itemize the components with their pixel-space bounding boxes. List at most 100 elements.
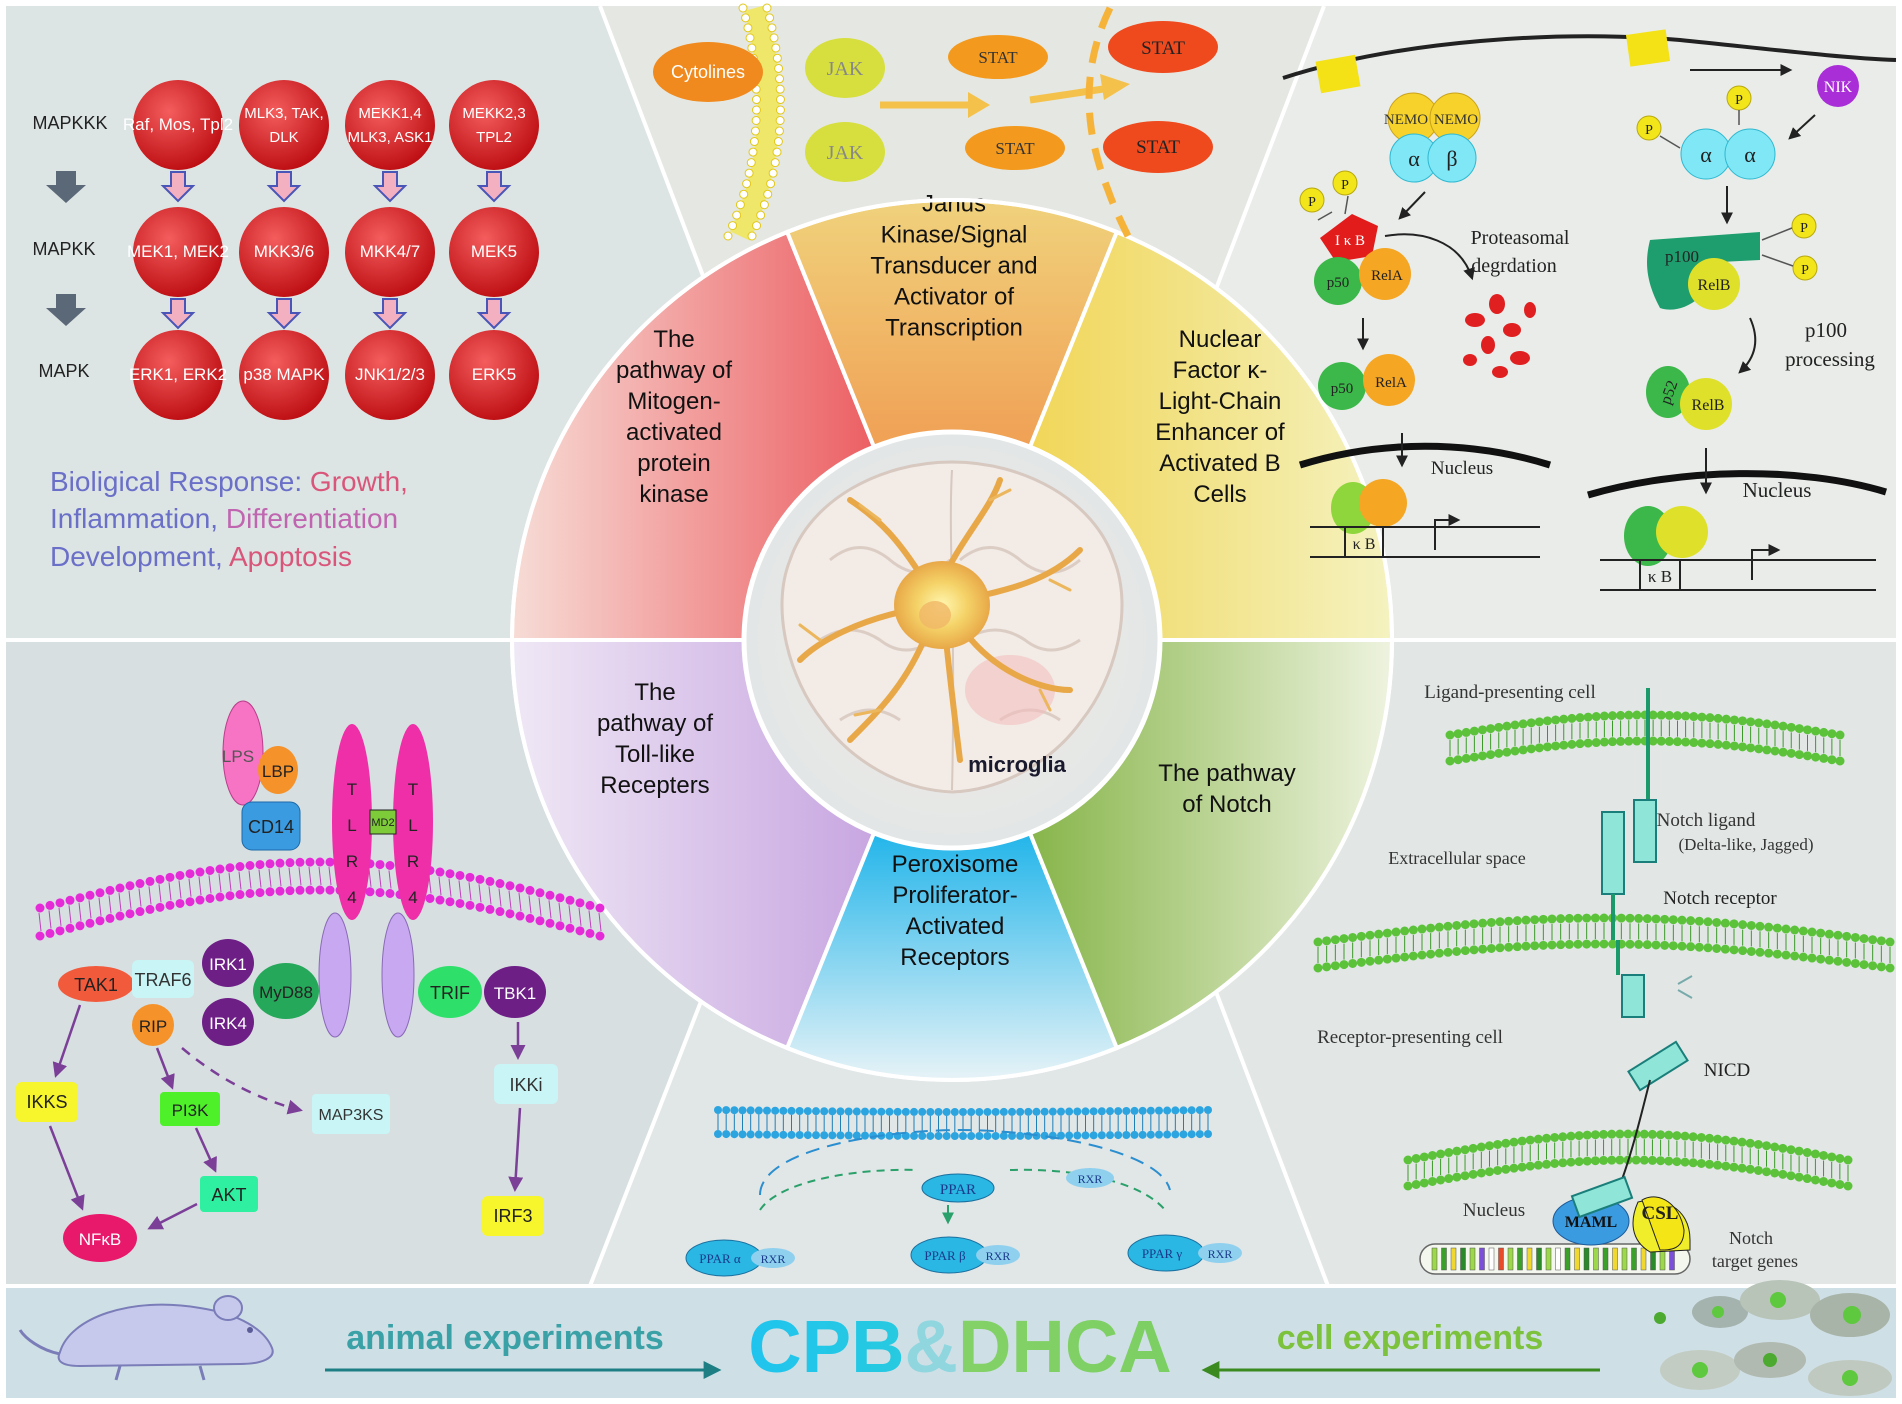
mapk-node-label: MEK1, MEK2 xyxy=(127,242,229,261)
down-arrow-icon xyxy=(476,298,512,330)
mapk-node-label: MEKK1,4 xyxy=(358,105,421,122)
irk4-label: IRK4 xyxy=(209,1014,247,1033)
mapkkk-label: MAPKKK xyxy=(32,113,107,133)
tlr4-letter: L xyxy=(347,816,356,835)
rela-node-2 xyxy=(1363,354,1415,406)
cytokines-label: Cytolines xyxy=(671,62,745,82)
mapk-node xyxy=(345,330,435,420)
maml-label: MAML xyxy=(1565,1214,1617,1231)
phospho-label: P xyxy=(1308,195,1316,210)
mapk-node-label: MEK5 xyxy=(471,242,517,261)
down-arrow-icon xyxy=(266,298,302,330)
tram-node xyxy=(381,912,415,1038)
nemo-label-2: NEMO xyxy=(1434,112,1478,128)
pi3k-node xyxy=(160,1092,220,1126)
biological-response-text: Inflammation, Differentiation xyxy=(50,503,398,534)
scissors-icon xyxy=(1677,975,1693,999)
trif-node xyxy=(418,966,482,1018)
rxr-node xyxy=(1066,1168,1114,1188)
arrow-icon xyxy=(1029,84,1111,104)
mapk-node-label: MLK3, ASK1 xyxy=(347,129,432,146)
stat-label-1: STAT xyxy=(978,48,1018,67)
ligand-types-label: (Delta-like, Jagged) xyxy=(1679,835,1814,854)
p100-processing-label-1: p100 xyxy=(1805,318,1847,342)
sector-nfkb-label: Enhancer of xyxy=(1155,419,1285,446)
ppar-beta-label: PPAR β xyxy=(924,1248,966,1263)
phospho-label: P xyxy=(1735,93,1743,108)
sector-jak-stat-label: Transducer and xyxy=(870,252,1037,279)
stat-label-3: STAT xyxy=(1141,38,1185,59)
microglia-label: microglia xyxy=(968,752,1067,777)
down-arrow-icon xyxy=(160,171,196,203)
sector-jak-stat-label: Janus xyxy=(922,190,986,217)
lps-label: LPS xyxy=(222,747,254,766)
jak-stat-panel: Cytolines JAK JAK STAT STAT STAT STAT xyxy=(653,3,1218,241)
sector-mapk-label: kinase xyxy=(639,481,708,508)
tlr4-letter: T xyxy=(408,780,418,799)
proteasomal-label: Proteasomal xyxy=(1471,227,1570,249)
biological-response-text: Development, Apoptosis xyxy=(50,541,352,572)
rxr-label: RXR xyxy=(761,1252,786,1266)
sector-nfkb-label: Factor κ- xyxy=(1173,357,1268,384)
p50-node-1 xyxy=(1314,257,1362,305)
microglia-center: microglia xyxy=(741,429,1163,851)
alpha-label: α xyxy=(1744,142,1756,167)
mapk-node-label: ERK1, ERK2 xyxy=(129,365,227,384)
ikki-node xyxy=(494,1064,558,1104)
nucleus-label: Nucleus xyxy=(1431,458,1493,479)
mapk-node xyxy=(449,330,539,420)
jak-node-1 xyxy=(805,38,885,98)
md2-label: MD2 xyxy=(371,817,394,829)
bottom-bar: animal experiments cell experiments CPB&… xyxy=(18,1280,1892,1396)
stat-label-2: STAT xyxy=(995,139,1035,158)
mapk-node xyxy=(239,80,329,170)
sector-tlr-label: pathway of xyxy=(597,710,713,737)
degraded-fragments-icon xyxy=(1463,294,1536,378)
map3ks-node xyxy=(312,1094,390,1134)
traf6-label: TRAF6 xyxy=(134,970,191,990)
p100-label: p100 xyxy=(1665,247,1699,266)
nfkb-panel: NIK NEMO NEMO α β P P I κ B p50 RelA Pro… xyxy=(1282,29,1897,591)
relb-node-1 xyxy=(1688,258,1740,310)
tak1-node xyxy=(58,966,134,1002)
relb-label-2: RelB xyxy=(1692,397,1725,414)
irk4-node xyxy=(202,998,254,1046)
sector-ppar-label: Activated xyxy=(906,913,1005,940)
phospho-label: P xyxy=(1801,263,1809,278)
tirap-node xyxy=(318,912,352,1038)
nuclear-membrane xyxy=(1085,6,1132,238)
biological-response-text: Bioligical Response: Growth, xyxy=(50,466,408,497)
ikk-alpha-node-3 xyxy=(1724,128,1776,180)
nicd-label: NICD xyxy=(1704,1060,1750,1081)
receptor-cell-label: Receptor-presenting cell xyxy=(1317,1027,1503,1048)
sector-mapk-label: Mitogen- xyxy=(627,388,720,415)
p50-label-2: p50 xyxy=(1331,381,1354,397)
ppar-node xyxy=(921,1173,995,1203)
p50-label-1: p50 xyxy=(1327,275,1350,291)
notch-receptor-node xyxy=(1601,811,1625,895)
mapk-node-label: p38 MAPK xyxy=(243,365,325,384)
mapk-node-label: JNK1/2/3 xyxy=(355,365,425,384)
rxr-label: RXR xyxy=(1208,1247,1233,1261)
notch-receptor-label: Notch receptor xyxy=(1663,888,1777,909)
sector-mapk-label: The xyxy=(653,326,694,353)
mapk-node-label: DLK xyxy=(269,129,298,146)
irk1-node xyxy=(202,939,254,987)
cell-experiments-label: cell experiments xyxy=(1277,1319,1543,1357)
sector-ppar-label: Receptors xyxy=(900,944,1009,971)
rxr-label: RXR xyxy=(986,1249,1011,1263)
ppar-gamma-label: PPAR γ xyxy=(1142,1246,1183,1261)
mouse-icon xyxy=(18,1295,274,1381)
nik-node xyxy=(1817,65,1859,107)
stat-node-1 xyxy=(948,35,1048,79)
alpha-label: α xyxy=(1700,142,1712,167)
akt-node xyxy=(200,1176,258,1212)
map3ks-label: MAP3KS xyxy=(319,1107,384,1124)
p100-processing-label-2: processing xyxy=(1785,347,1875,371)
tlr4-receptor-1 xyxy=(332,724,372,920)
cd14-node xyxy=(241,801,301,851)
jak-node-2 xyxy=(805,122,885,182)
cells-icon xyxy=(1654,1280,1892,1396)
nfkb-node xyxy=(63,1214,137,1262)
sector-nfkb-label: Cells xyxy=(1193,481,1246,508)
